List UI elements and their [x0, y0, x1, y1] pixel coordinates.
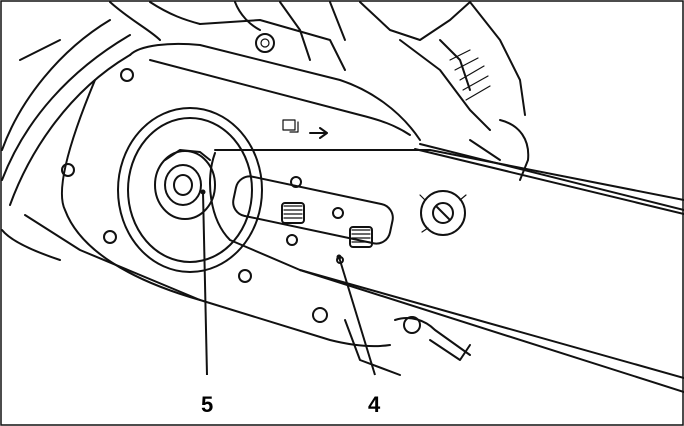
callout-5-leader — [202, 191, 208, 376]
callout-4-leader — [338, 256, 376, 376]
guide-bar — [209, 143, 684, 393]
chain-direction-label — [282, 119, 328, 139]
callout-4-label: 4 — [368, 392, 381, 417]
left-housing — [1, 19, 131, 261]
tensioner-symbol — [419, 190, 467, 236]
callout-4-dot — [336, 254, 342, 260]
sprocket-drum — [117, 107, 263, 273]
callout-5-dot — [200, 189, 206, 195]
bar-studs — [281, 202, 373, 248]
rear-right-parts — [394, 119, 530, 361]
callout-5-label: 5 — [201, 392, 213, 417]
side-cover — [24, 42, 421, 376]
engine-housing-top — [109, 1, 526, 131]
